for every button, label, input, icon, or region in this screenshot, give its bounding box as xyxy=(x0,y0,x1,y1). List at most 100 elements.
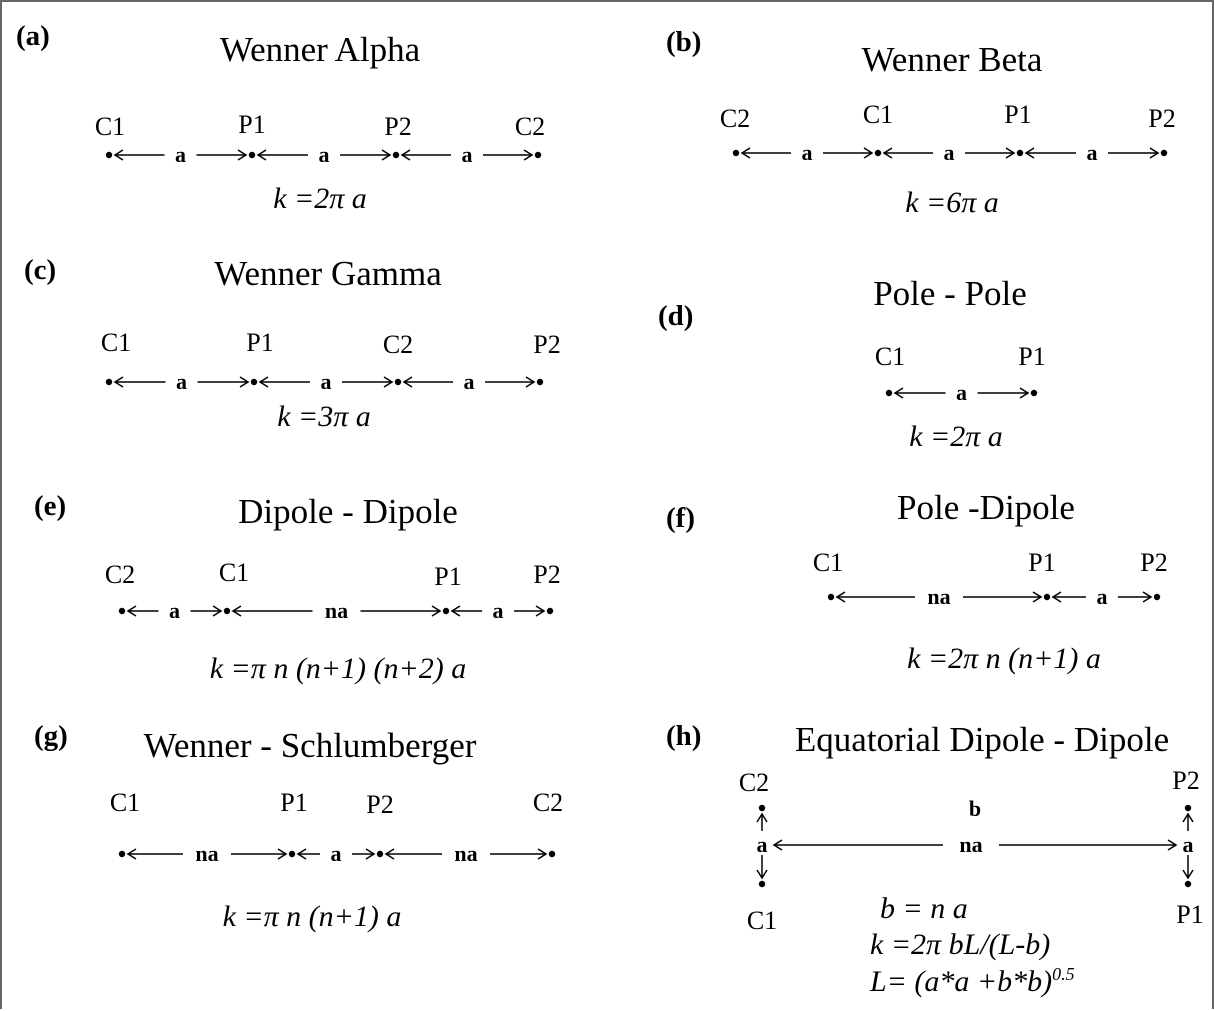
electrode-dot xyxy=(376,850,384,858)
electrode-label-p2: P2 xyxy=(1148,104,1176,133)
spacing-label: na xyxy=(195,841,218,866)
b-label: b xyxy=(969,796,981,821)
panel-label: (a) xyxy=(16,20,50,52)
electrode-label-c1: C1 xyxy=(862,100,894,129)
formula-l: L= (a*a +b*b)0.5 xyxy=(870,964,1075,999)
electrode-label-p2: P2 xyxy=(1172,766,1200,795)
electrode-dot xyxy=(548,850,556,858)
spacing-label: na xyxy=(325,598,348,623)
arrowhead xyxy=(1182,812,1194,823)
spacing-label: a xyxy=(944,140,955,165)
geometric-factor-formula: k =π n (n+1) a xyxy=(222,900,402,933)
arrowhead xyxy=(756,869,768,880)
panel-label: (c) xyxy=(24,254,57,286)
arrowhead xyxy=(296,848,307,860)
spacing-label: na xyxy=(454,841,477,866)
arrowhead xyxy=(113,376,124,388)
panel-title: Dipole - Dipole xyxy=(238,492,458,531)
electrode-dot xyxy=(105,151,113,159)
electrode-label-p1: P1 xyxy=(1028,548,1056,577)
electrode-label-p1: P1 xyxy=(238,110,266,139)
spacing-label: na xyxy=(959,832,982,857)
electrode-dot xyxy=(442,607,450,615)
arrowhead xyxy=(537,848,548,860)
panel-title: Wenner Alpha xyxy=(219,30,421,69)
arrowhead xyxy=(212,605,223,617)
electrode-label-c2: C2 xyxy=(382,330,414,359)
electrode-label-c1: C1 xyxy=(812,548,844,577)
arrowhead xyxy=(113,149,124,161)
arrowhead xyxy=(1019,387,1030,399)
arrowhead xyxy=(258,376,269,388)
panel-label: (e) xyxy=(34,490,67,522)
arrowhead xyxy=(400,149,411,161)
spacing-label: a xyxy=(757,832,768,857)
electrode-dot xyxy=(758,804,766,812)
electrode-label-p1: P1 xyxy=(1018,342,1046,371)
electrode-dot xyxy=(1153,593,1161,601)
geometric-factor-formula: k =2π a xyxy=(909,420,1003,453)
spacing-label: a xyxy=(462,142,473,167)
spacing-label: a xyxy=(331,841,342,866)
arrowhead xyxy=(756,812,768,823)
panel-title: Wenner - Schlumberger xyxy=(143,726,477,765)
electrode-label-c2: C2 xyxy=(514,112,546,141)
electrode-dot xyxy=(885,389,893,397)
electrode-label-p2: P2 xyxy=(1140,548,1168,577)
electrode-dot xyxy=(546,607,554,615)
arrowhead xyxy=(126,605,137,617)
electrode-dot xyxy=(223,607,231,615)
arrowhead xyxy=(1182,869,1194,880)
arrowhead xyxy=(277,848,288,860)
panel-title: Equatorial Dipole - Dipole xyxy=(794,720,1170,759)
geometric-factor-formula: k =3π a xyxy=(277,400,371,433)
arrowhead xyxy=(126,848,137,860)
electrode-label-p2: P2 xyxy=(533,330,561,359)
arrowhead xyxy=(381,149,392,161)
panel-title: Pole - Pole xyxy=(873,274,1027,313)
formula-l-exponent: 0.5 xyxy=(1052,964,1075,984)
electrode-label-p2: P2 xyxy=(533,560,561,589)
arrowhead xyxy=(383,376,394,388)
electrode-dot xyxy=(1160,149,1168,157)
electrode-label-p2: P2 xyxy=(366,790,394,819)
panel-label: (h) xyxy=(666,720,702,752)
electrode-label-c2: C2 xyxy=(719,104,751,133)
spacing-label: a xyxy=(176,369,187,394)
formula-b: b = n a xyxy=(880,892,968,925)
electrode-label-c2: C2 xyxy=(738,768,770,797)
arrowhead xyxy=(1024,147,1035,159)
arrowhead xyxy=(882,147,893,159)
arrowhead xyxy=(863,147,874,159)
electrode-dot xyxy=(1184,804,1192,812)
electrode-label-c1: C1 xyxy=(746,906,778,935)
arrowhead xyxy=(893,387,904,399)
geometric-factor-formula: k =2π n (n+1) a xyxy=(907,642,1101,675)
panel-label: (d) xyxy=(658,300,694,332)
electrode-dot xyxy=(105,378,113,386)
arrowhead xyxy=(431,605,442,617)
arrowhead xyxy=(1005,147,1016,159)
electrode-dot xyxy=(248,151,256,159)
electrode-dot xyxy=(534,151,542,159)
electrode-dot xyxy=(758,880,766,888)
spacing-label: a xyxy=(169,598,180,623)
arrowhead xyxy=(237,149,248,161)
arrowhead xyxy=(256,149,267,161)
spacing-label: a xyxy=(956,380,967,405)
electrode-label-c1: C1 xyxy=(218,558,250,587)
arrowhead xyxy=(1167,839,1178,851)
electrode-dot xyxy=(874,149,882,157)
arrowhead xyxy=(1051,591,1062,603)
electrode-dot xyxy=(1030,389,1038,397)
electrode-label-c1: C1 xyxy=(874,342,906,371)
electrode-dot xyxy=(1043,593,1051,601)
electrode-dot xyxy=(827,593,835,601)
electrode-label-c2: C2 xyxy=(532,788,564,817)
geometric-factor-formula: k =6π a xyxy=(905,186,999,219)
electrode-dot xyxy=(732,149,740,157)
spacing-label: a xyxy=(1097,584,1108,609)
geometric-factor-formula: k =2π a xyxy=(273,182,367,215)
